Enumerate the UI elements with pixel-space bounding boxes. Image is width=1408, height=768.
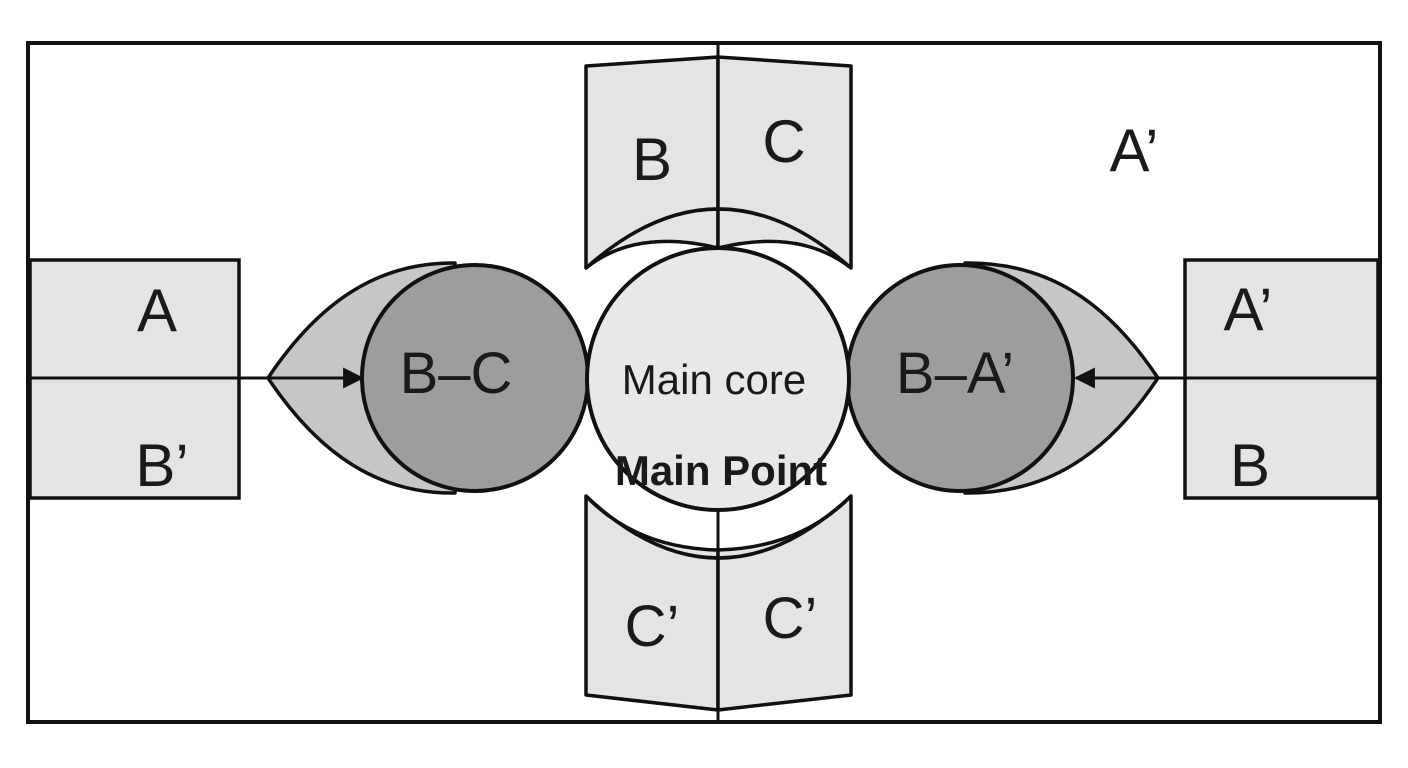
top-left-panel-label: B [632,126,672,193]
bottom-left-panel-label: C’ [625,594,680,659]
main-point-label: Main Point [615,447,827,494]
main-core-label: Main core [622,356,806,403]
right-box-bottom-label: B [1230,432,1270,499]
corner-label: A’ [1110,117,1159,184]
bottom-right-panel-label: C’ [763,586,818,651]
main-core-circle [585,246,851,512]
left-circle-label: B–C [400,341,513,406]
left-box-top-label: A [137,277,177,344]
top-right-panel-label: C [762,108,805,175]
left-box-bottom-label: B’ [135,432,188,499]
right-box-top-label: A’ [1224,276,1273,343]
right-circle-label: B–A’ [896,341,1014,406]
